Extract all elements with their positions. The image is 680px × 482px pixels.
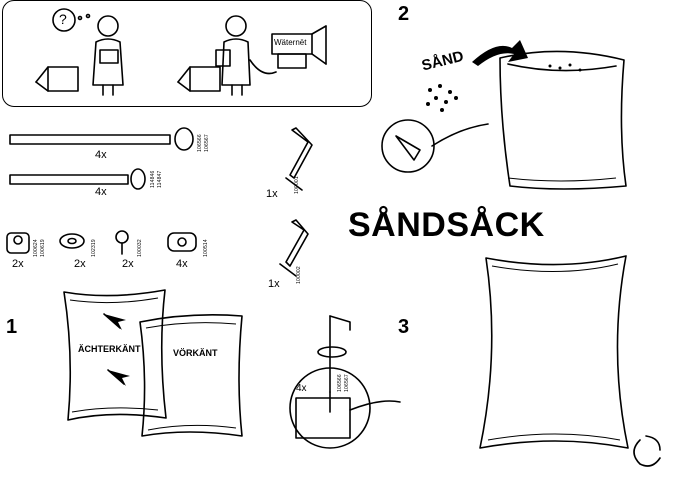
short-bolt-qty: 4x (95, 186, 107, 198)
hex-key-small-qty: 1x (268, 278, 280, 290)
bolt-detail-icon (289, 315, 401, 449)
question-mark: ? (59, 11, 67, 27)
open-box-icon (177, 66, 221, 92)
bolt-detail-qty: 4x (296, 383, 307, 394)
hex-key-small-icon (279, 219, 309, 277)
sack-icon (499, 50, 627, 190)
front-cushion-icon (139, 314, 243, 437)
step-number-1: 1 (6, 316, 18, 338)
sand-dots-icon (426, 84, 458, 112)
washer-icon (59, 233, 85, 249)
back-cushion-icon (63, 289, 167, 421)
long-bolt-icon (9, 127, 194, 151)
store-sign: Wäternët (274, 38, 307, 47)
filled-sack-icon (479, 255, 629, 449)
cam-lock-qty: 4x (176, 258, 188, 270)
hex-key-large-qty: 1x (266, 188, 278, 200)
step-number-2: 2 (398, 3, 410, 25)
hex-key-large-icon (285, 127, 313, 191)
product-title: SÅNDSÅCK (348, 206, 545, 244)
person-reading-icon (92, 15, 124, 96)
pour-arrow-icon (472, 40, 528, 66)
person-phoning-icon (215, 15, 277, 96)
small-screw-icon (115, 230, 129, 255)
cam-lock-icon (167, 232, 197, 252)
open-box-icon (35, 66, 79, 92)
step-number-3: 3 (398, 316, 410, 338)
hand-detail-icon (381, 119, 489, 173)
washer-qty: 2x (74, 258, 86, 270)
cap-nut-qty: 2x (12, 258, 24, 270)
arrow-icon (107, 369, 130, 386)
store-building-icon (271, 25, 327, 69)
short-bolt-icon (9, 168, 146, 190)
intro-panel (2, 0, 372, 107)
arrow-icon (103, 313, 126, 330)
question-bubble-icon (52, 8, 76, 32)
cap-nut-icon (6, 232, 30, 254)
back-cushion-label: ÄCHTERKÄNT (78, 344, 141, 354)
small-screw-qty: 2x (122, 258, 134, 270)
brand-logo-icon (633, 435, 661, 467)
front-cushion-label: VÖRKÄNT (173, 348, 218, 358)
long-bolt-qty: 4x (95, 149, 107, 161)
